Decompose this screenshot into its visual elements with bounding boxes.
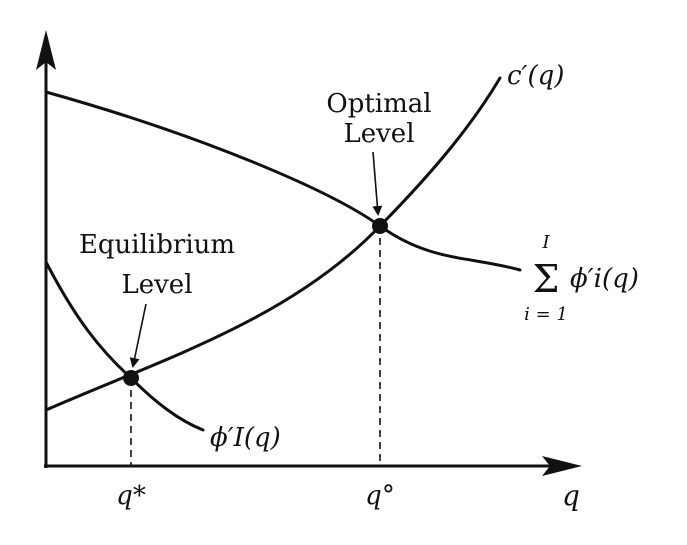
- equilibrium-point: [123, 370, 139, 386]
- equilibrium-label-line2: Level: [121, 270, 192, 300]
- optimal-pointer-arrow: [372, 151, 383, 216]
- x-axis-arrow-icon: [542, 456, 582, 476]
- sum-term: ϕ′i(q): [570, 264, 639, 294]
- equilibrium-pointer-arrow: [129, 303, 147, 368]
- sum-marginal-benefit-label: I Σ i = 1 ϕ′i(q): [524, 232, 639, 325]
- sum-lower-limit: i = 1: [524, 304, 568, 325]
- marginal-cost-label: c′(q): [507, 61, 564, 91]
- sum-upper-limit: I: [541, 232, 550, 253]
- private-marginal-benefit-label: ϕ′I(q): [210, 423, 281, 453]
- x-axis-label: q: [562, 479, 580, 512]
- sum-marginal-benefit-curve: [44, 90, 522, 272]
- q-star-tick-label: q*: [116, 481, 146, 511]
- q-opt-tick-label: q°: [365, 481, 395, 511]
- optimal-point: [372, 218, 388, 234]
- marginal-cost-curve: [44, 76, 502, 412]
- optimal-label-line2: Level: [343, 119, 414, 149]
- y-axis-arrow-icon: [36, 30, 56, 70]
- equilibrium-label-line1: Equilibrium: [79, 230, 235, 260]
- sum-symbol: Σ: [533, 257, 560, 301]
- optimal-label-line1: Optimal: [326, 89, 431, 119]
